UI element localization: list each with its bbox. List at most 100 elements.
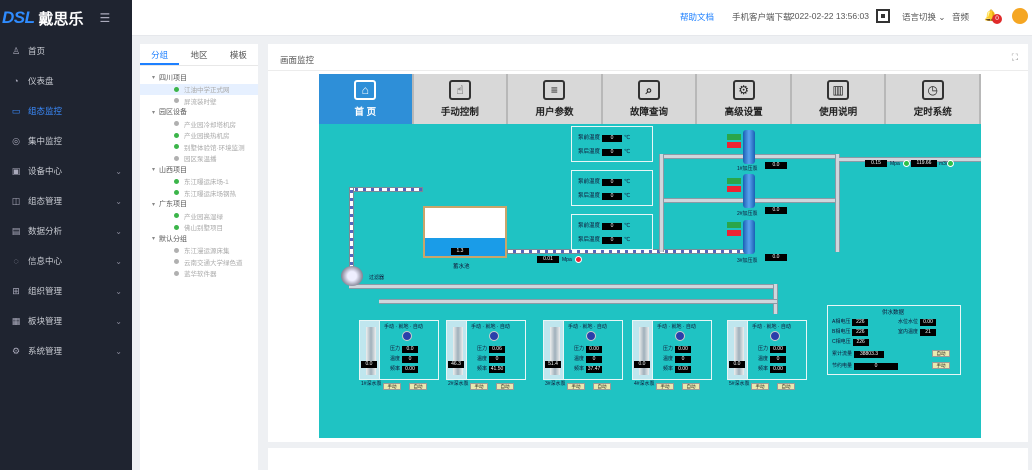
pump-1[interactable]	[743, 130, 755, 164]
sidebar-item-10[interactable]: ⚙系统管理⌄	[0, 336, 132, 366]
pipe-segment	[349, 187, 423, 192]
tree-leaf[interactable]: 园区泵温播	[140, 153, 258, 165]
scada-nav-3[interactable]: ⌕故障查询	[603, 74, 698, 124]
help-docs-link[interactable]: 帮助文档	[680, 12, 715, 22]
auto-button[interactable]: 自动	[682, 383, 700, 390]
pipe-segment	[659, 154, 664, 252]
filter-unit[interactable]	[341, 266, 363, 286]
mode-selector[interactable]: 手动 · 就地 · 自动	[657, 324, 696, 330]
tree-group[interactable]: ▾四川项目	[140, 72, 258, 84]
sidebar-item-0[interactable]: ♙首页	[0, 36, 132, 66]
tree-leaf[interactable]: 东江曝运床场钢热	[140, 187, 258, 199]
manual-button[interactable]: 手动	[751, 383, 769, 390]
tree-leaf[interactable]: 东江漫运源床集	[140, 245, 258, 257]
tree-leaf-label: 产业园换热机房	[184, 133, 230, 141]
ctrl-label: 压力	[663, 346, 674, 352]
water-tank[interactable]: 1.3	[423, 206, 507, 258]
mode-selector[interactable]: 手动 · 就地 · 自动	[752, 324, 791, 330]
scada-nav-5[interactable]: ▥使用说明	[792, 74, 887, 124]
menu-collapse-icon[interactable]: ☰	[99, 11, 111, 25]
tree-tabs: 分组 地区 模板	[140, 44, 258, 66]
scada-nav-1[interactable]: ☝手动控制	[414, 74, 509, 124]
auto-button[interactable]: 自动	[496, 383, 514, 390]
scada-nav-2[interactable]: ≡用户参数	[508, 74, 603, 124]
tree-group[interactable]: ▾山西项目	[140, 164, 258, 176]
well-depth-value: 0.0	[361, 361, 377, 368]
flow-valve[interactable]	[947, 160, 954, 167]
mode-selector[interactable]: 手动 · 就地 · 自动	[384, 324, 423, 330]
sidebar-item-1[interactable]: ◔仪表盘	[0, 66, 132, 96]
manual-button[interactable]: 手动	[567, 383, 585, 390]
sensor-label: 泵后温度	[578, 193, 601, 199]
qrcode-icon[interactable]	[876, 9, 890, 23]
tree-leaf[interactable]: 江油中学正式网	[140, 83, 258, 95]
layers-icon: ◫	[11, 195, 21, 206]
stat-label: 累计流量	[832, 351, 853, 357]
caret-down-icon: ▾	[152, 167, 156, 174]
mode-selector[interactable]: 手动 · 就地 · 自动	[568, 324, 607, 330]
tree-leaf[interactable]: 蓝华软件器	[140, 268, 258, 280]
auto-button[interactable]: 自动	[593, 383, 611, 390]
language-label: 语言切换	[902, 12, 937, 22]
fullscreen-icon[interactable]: ⛶	[1011, 52, 1018, 62]
scada-nav-4[interactable]: ⚙高级设置	[697, 74, 792, 124]
tree-leaf[interactable]: 佛山别墅项目	[140, 222, 258, 234]
mobile-download-link[interactable]: 手机客户端下载	[732, 12, 792, 22]
manual-button[interactable]: 手动	[470, 383, 488, 390]
pump-1-alarm-indicator	[727, 142, 741, 148]
auto-button[interactable]: 自动	[777, 383, 795, 390]
tree-leaf[interactable]: 产业园高湿绿	[140, 210, 258, 222]
tree-leaf[interactable]: 云南交通大学绿色道	[140, 256, 258, 268]
logo[interactable]: DSL 戴思乐 ☰	[0, 0, 132, 36]
stats-auto-button[interactable]: 自动	[932, 350, 950, 357]
tab-template[interactable]: 模板	[229, 50, 247, 60]
manual-button[interactable]: 手动	[656, 383, 674, 390]
sidebar-item-5[interactable]: ◫组态管理⌄	[0, 186, 132, 216]
tree-leaf[interactable]: 屏流装时壁	[140, 95, 258, 107]
tree-leaf-label: 江油中学正式网	[184, 87, 230, 95]
sensor-unit: ℃	[624, 237, 631, 243]
pump-2[interactable]	[743, 174, 755, 208]
sidebar-item-9[interactable]: ▦板块管理⌄	[0, 306, 132, 336]
tree-group[interactable]: ▾默认分组	[140, 233, 258, 245]
tree-leaf[interactable]: 产业园换热机房	[140, 130, 258, 142]
sidebar-item-6[interactable]: ▤数据分析⌄	[0, 216, 132, 246]
tank-water-level	[425, 238, 505, 256]
stats-manual-button[interactable]: 手动	[932, 362, 950, 369]
sidebar-item-3[interactable]: ◎集中监控	[0, 126, 132, 156]
manual-icon: ▥	[827, 80, 850, 100]
auto-button[interactable]: 自动	[409, 383, 427, 390]
user-icon: ♙	[11, 45, 21, 56]
avatar[interactable]	[1012, 8, 1028, 24]
scada-nav-0[interactable]: ⌂首 页	[319, 74, 414, 124]
tree-leaf[interactable]: 东江曝运床场-1	[140, 176, 258, 188]
tab-group[interactable]: 分组	[140, 44, 180, 65]
filter-label: 过滤器	[369, 275, 385, 281]
pump-2-run-indicator	[727, 178, 741, 184]
sidebar-item-8[interactable]: ⊞组织管理⌄	[0, 276, 132, 306]
temp-value: 0	[675, 356, 692, 363]
scada-nav-6[interactable]: ◷定时系统	[886, 74, 982, 124]
language-switch[interactable]: 语言切换 ⌄	[902, 11, 946, 23]
sidebar-item-2[interactable]: ▭组态监控	[0, 96, 132, 126]
sidebar-item-7[interactable]: ◌信息中心⌄	[0, 246, 132, 276]
pump-3[interactable]	[743, 220, 755, 254]
tree-leaf-label: 产业园高湿绿	[184, 213, 223, 221]
pump-2-label: 2#加压泵	[737, 211, 758, 217]
tree-leaf[interactable]: 产业园冷却塔机房	[140, 118, 258, 130]
pipe-segment	[379, 299, 777, 304]
status-dot	[174, 190, 179, 196]
tab-region[interactable]: 地区	[190, 50, 208, 60]
sound-toggle[interactable]: 音频	[952, 12, 970, 22]
pipe-valve[interactable]	[575, 256, 582, 263]
tree-group[interactable]: ▾园区设备	[140, 107, 258, 119]
outlet-valve[interactable]	[903, 160, 910, 167]
mode-selector[interactable]: 手动 · 就地 · 自动	[471, 324, 510, 330]
location-icon: ◎	[12, 135, 20, 146]
sensor-unit: ℃	[624, 179, 631, 185]
tree-leaf[interactable]: 别墅体验馆·环境监测	[140, 141, 258, 153]
manual-button[interactable]: 手动	[383, 383, 401, 390]
sidebar-item-4[interactable]: ▣设备中心⌄	[0, 156, 132, 186]
tree-group[interactable]: ▾广东项目	[140, 199, 258, 211]
